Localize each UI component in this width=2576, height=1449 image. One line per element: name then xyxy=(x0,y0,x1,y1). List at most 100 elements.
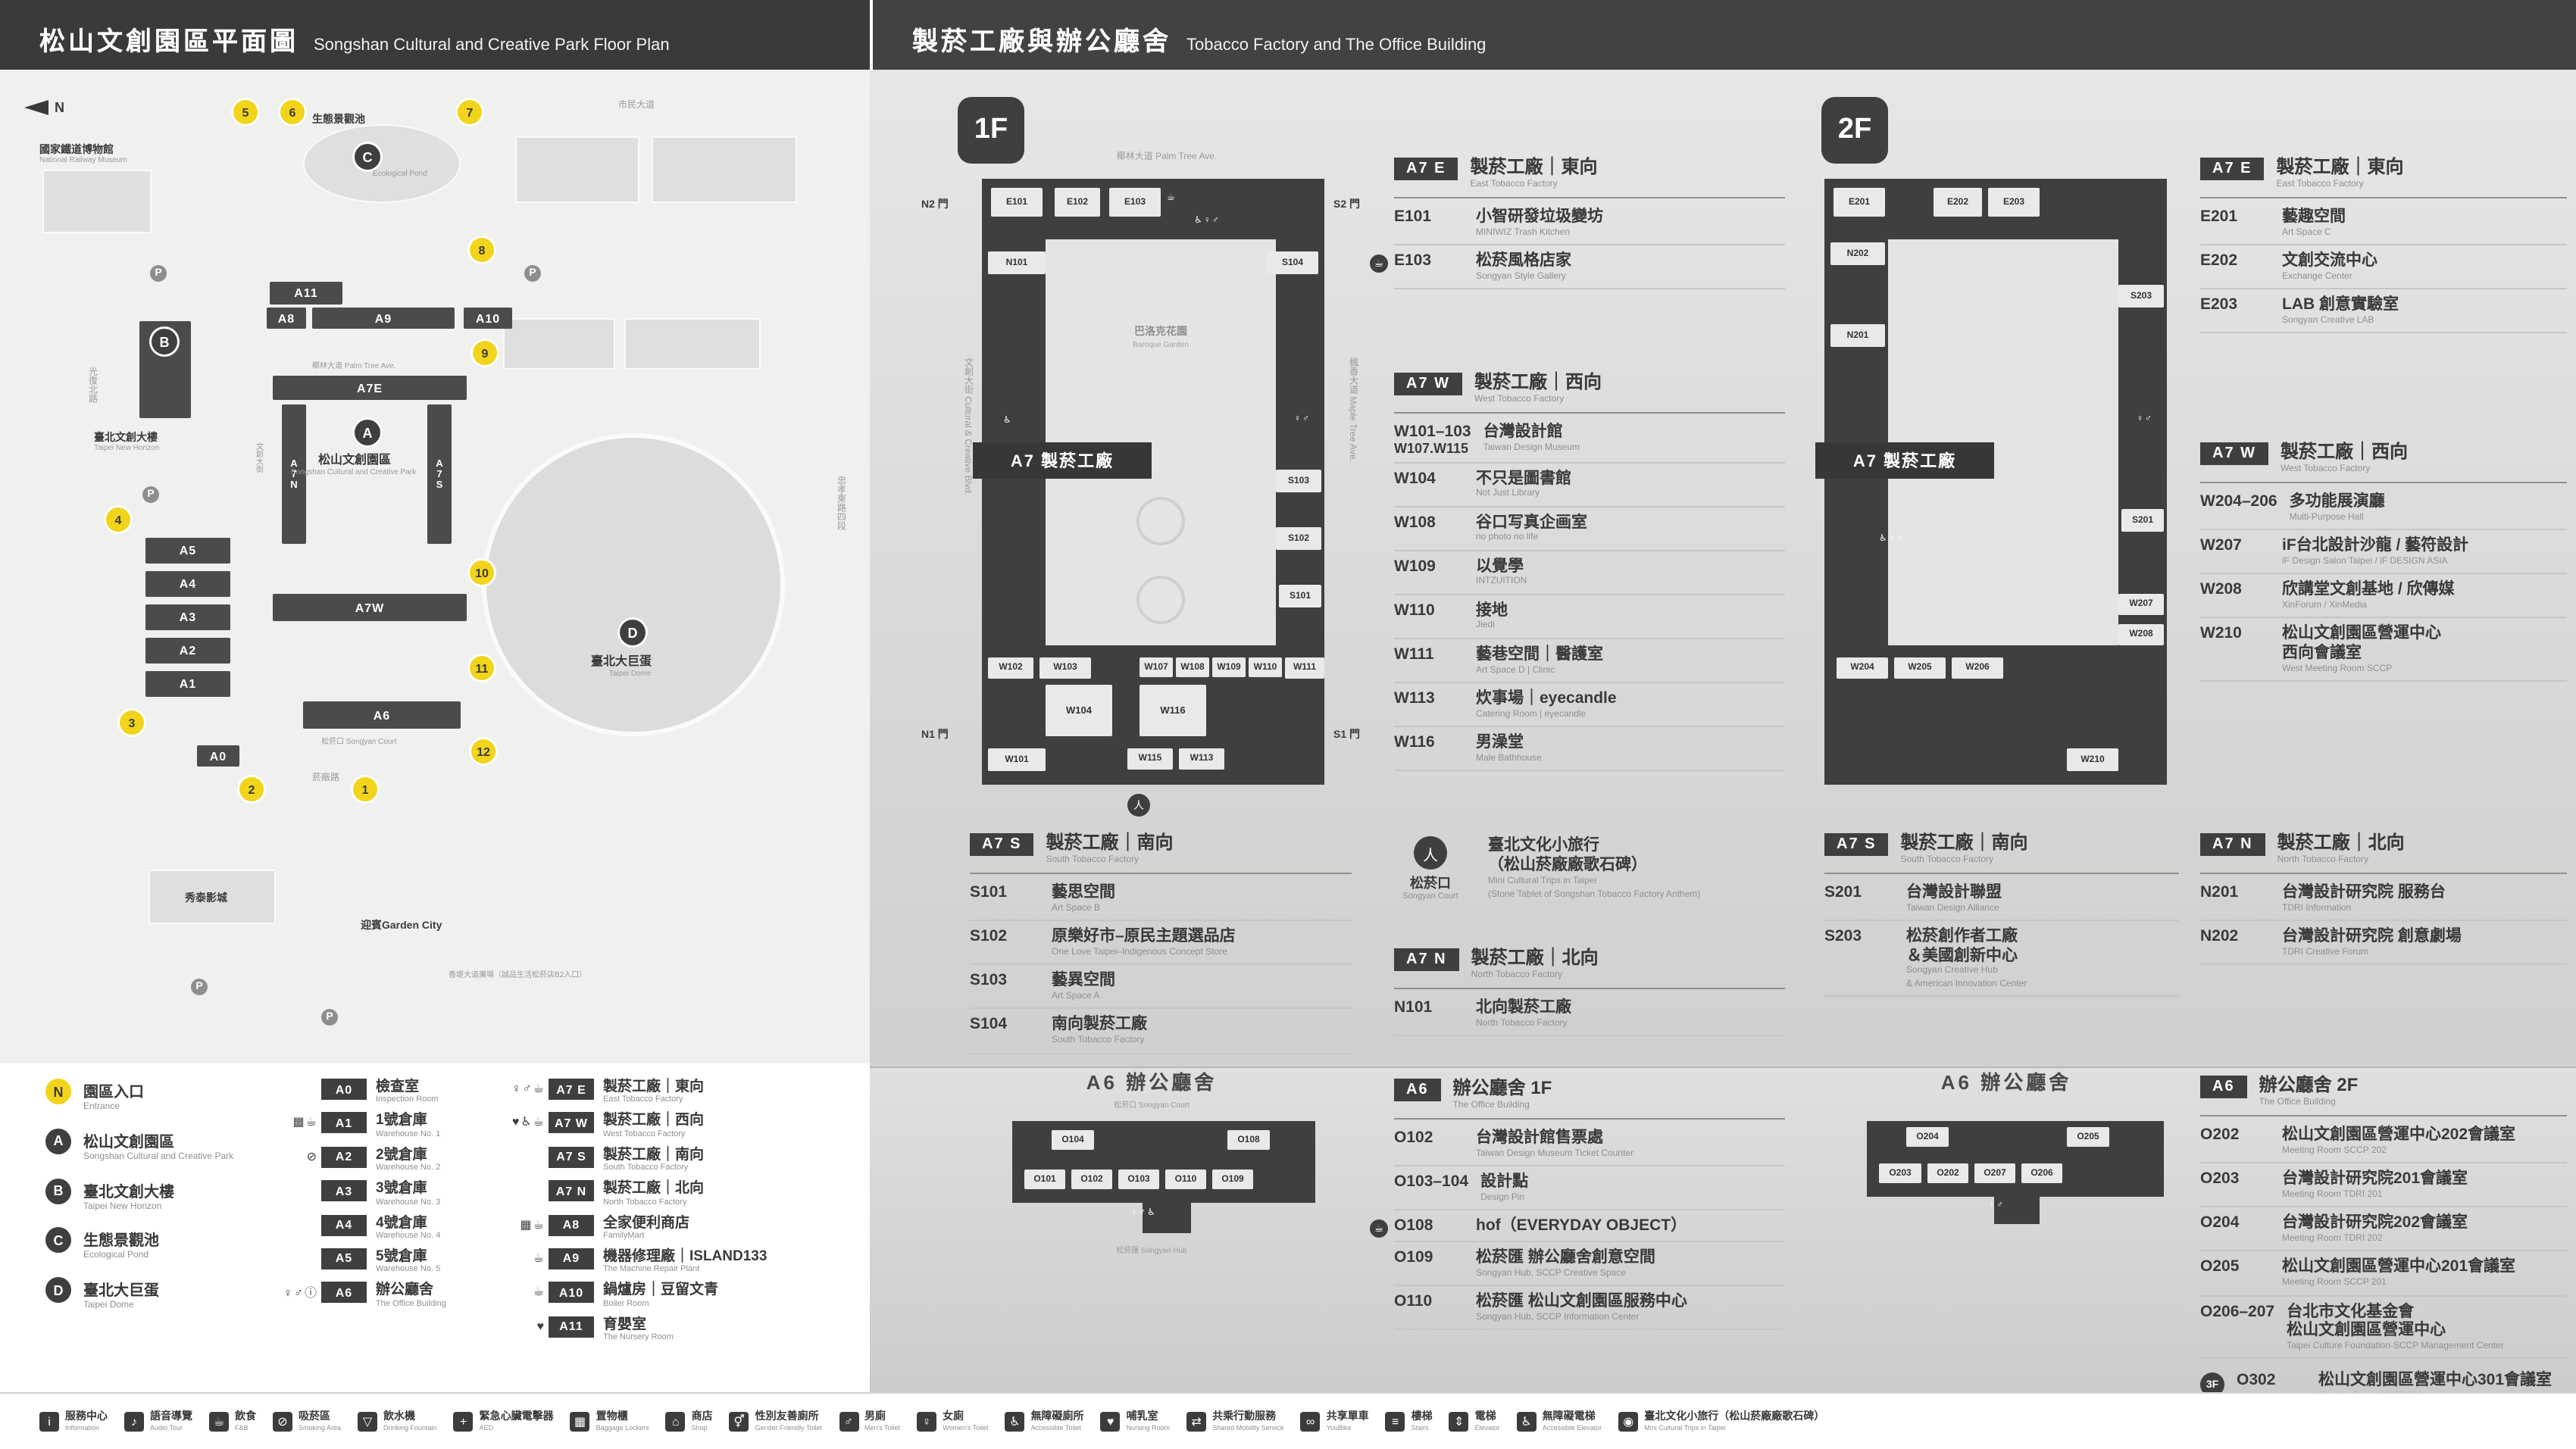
room-code: E101 xyxy=(1394,208,1432,226)
room-box: N201 xyxy=(1830,324,1885,347)
room-box: ♿ xyxy=(1003,415,1013,426)
court-text: 臺北文化小旅行 （松山菸廠廠歌石碑） Mini Cultural Trips i… xyxy=(1488,836,1700,903)
room-code: O103–104 xyxy=(1394,1173,1469,1191)
facility-icon: ⇕ xyxy=(1449,1412,1469,1432)
room-code: O206–207 xyxy=(2200,1302,2275,1321)
legend-letter-zh: 臺北大巨蛋 xyxy=(83,1283,159,1301)
legend-code-badge: A7 N xyxy=(549,1180,594,1202)
map-building-label: A10 xyxy=(475,311,501,325)
facility-en: AED xyxy=(479,1423,494,1432)
facility-en: Men's Toilet xyxy=(864,1423,901,1432)
facility-en: Drinking Fountain xyxy=(383,1423,437,1432)
map-building: A7N xyxy=(282,404,306,544)
room-box: W115 xyxy=(1127,748,1173,770)
facility-en: Smoking Area xyxy=(299,1423,342,1432)
row-name-en: Design Pin xyxy=(1480,1193,1525,1203)
room-box: S201 xyxy=(2121,509,2164,532)
building-letter-badge: B xyxy=(152,329,177,354)
facility-icon: ♪ xyxy=(124,1412,144,1432)
map-area xyxy=(303,124,461,203)
map-label: 松山文創園區 xyxy=(318,453,391,467)
room-label: N202 xyxy=(1846,249,1869,258)
map-area xyxy=(42,170,152,233)
room-label: O108 xyxy=(1237,1135,1260,1145)
legend-en: Warehouse No. 1 xyxy=(376,1129,441,1139)
room-box: ♀♂ xyxy=(2137,415,2153,424)
factory-center-label-1f: A7 製菸工廠 xyxy=(973,442,1152,479)
row-name-zh: 藝巷空間｜醫護室 xyxy=(1476,645,1603,664)
office-map-1f: A6 辦公廳舍 松菸口 Songyan Court 松菸匯 Songyan Hu… xyxy=(952,1066,1352,1294)
room-code: O202 xyxy=(2200,1126,2240,1145)
room-box: W103 xyxy=(1039,657,1091,679)
legend-en: West Tobacco Factory xyxy=(603,1129,686,1139)
compass-north: N xyxy=(24,100,64,115)
factory-center-label-2f: A7 製菸工廠 xyxy=(1815,442,1994,479)
facility-en: Nursing Room xyxy=(1126,1423,1171,1432)
entrance-number-marker: 1 xyxy=(353,777,377,801)
room-box: ☕ xyxy=(1167,192,1177,203)
room-box: ♀♂ xyxy=(1988,1201,2005,1210)
row-name-zh: 藝思空間 xyxy=(1052,883,1115,902)
room-label: S201 xyxy=(2131,516,2153,525)
building-letter-badge: D xyxy=(620,620,646,645)
map-building-label: A1 xyxy=(179,677,197,691)
right-title-zh: 製菸工廠與辦公廳舍 xyxy=(912,27,1171,56)
room-box: S203 xyxy=(2118,285,2164,308)
room-code: W204–206 xyxy=(2200,492,2277,511)
row-name-en: Meeting Room SCCP 201 xyxy=(2282,1279,2387,1288)
room-box: E101 xyxy=(991,188,1043,217)
room-box: O205 xyxy=(2067,1127,2109,1147)
compass-arrow-icon xyxy=(24,100,48,115)
facility-en: Elevator xyxy=(1474,1423,1500,1432)
room-box: O207 xyxy=(1974,1163,2015,1183)
map-label: 市民大道 xyxy=(618,101,655,111)
facility-icon: ≡ xyxy=(1385,1412,1405,1432)
map-building: A4 xyxy=(145,571,230,597)
room-label: O205 xyxy=(2077,1132,2099,1141)
legend-zh: 3號倉庫 xyxy=(376,1180,427,1198)
row-name-zh2: 松山文創園區營運中心 xyxy=(2287,1321,2446,1340)
row-name-en: TDRI Information xyxy=(2282,904,2352,913)
legend-zh: 製菸工廠｜南向 xyxy=(603,1146,705,1163)
map-area xyxy=(148,870,276,924)
room-label: ♀♂♿ xyxy=(1130,1209,1157,1218)
legend-amenity-icons: ♀♂☕ xyxy=(511,1082,546,1095)
section-title-zh: 製菸工廠｜西向 xyxy=(2281,441,2409,462)
entrance-number-marker: 6 xyxy=(280,100,305,124)
room-label: W210 xyxy=(2080,755,2105,764)
map-light-areas xyxy=(0,70,870,1063)
room-box: W210 xyxy=(2067,748,2118,771)
map-area xyxy=(515,136,639,203)
court-text-zh: 臺北文化小旅行 xyxy=(1488,836,1599,854)
legend-letter-zh: 生態景觀池 xyxy=(83,1233,159,1251)
room-box: W110 xyxy=(1249,657,1282,677)
room-box: O102 xyxy=(1071,1170,1112,1189)
map-area xyxy=(482,433,785,736)
room-code: S201 xyxy=(1824,883,1862,902)
songyan-court-badge: 人 松菸口 Songyan Court xyxy=(1386,836,1474,903)
facility-zh: 電梯 xyxy=(1474,1412,1496,1423)
room-label: W204 xyxy=(1850,664,1874,673)
facility-icon: ♀ xyxy=(917,1412,937,1432)
map-label: 光復北路 xyxy=(86,367,95,403)
map-building-label: A6 xyxy=(373,708,391,722)
facility-zh: 無障礙廁所 xyxy=(1030,1412,1084,1423)
room-box: N101 xyxy=(988,251,1046,274)
gate-label: S2 門 xyxy=(1333,200,1361,211)
row-name-zh: 台灣設計研究院201會議室 xyxy=(2282,1170,2468,1188)
